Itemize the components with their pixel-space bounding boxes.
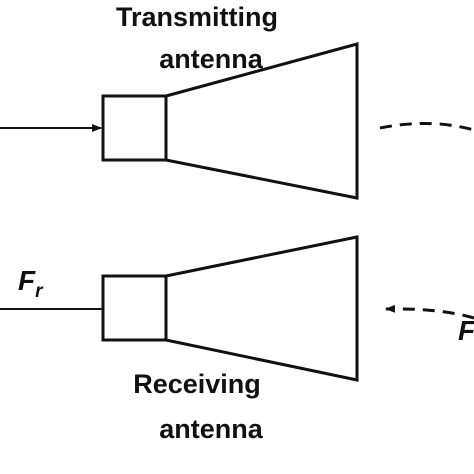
receiving-label-line1: Receiving [133, 369, 261, 399]
received-wave-dashed [385, 304, 474, 320]
received-field-symbol: F [18, 265, 36, 296]
receiving-antenna-horn [164, 235, 359, 382]
receiving-label-line2: antenna [159, 414, 264, 444]
right-field-label: F [458, 315, 474, 346]
received-field-label: Fr [18, 265, 44, 302]
receiving-antenna-box [101, 274, 168, 342]
transmitted-wave-dashed [379, 122, 474, 132]
received-field-subscript: r [35, 281, 44, 302]
transmitting-antenna-horn [164, 42, 359, 200]
transmitting-label-line1: Transmitting [116, 2, 278, 32]
transmitting-antenna-box [101, 94, 168, 162]
transmitting-label-line2: antenna [159, 44, 264, 74]
